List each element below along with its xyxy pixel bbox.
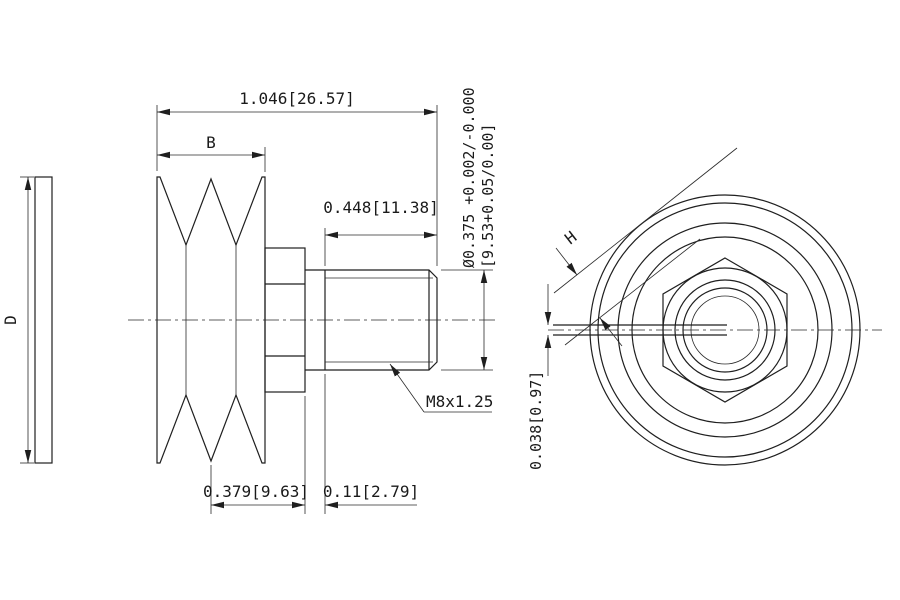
dim-text-slot-width: 0.038[0.97] bbox=[527, 371, 545, 470]
dim-text-b: B bbox=[206, 133, 216, 152]
hex-flange-polygon bbox=[662, 257, 788, 403]
tangent-line-outer bbox=[553, 147, 738, 294]
dim-text-thread-length: 0.448[11.38] bbox=[323, 198, 439, 217]
dim-text-overall-length: 1.046[26.57] bbox=[239, 89, 355, 108]
dim-text-h: H bbox=[561, 227, 580, 248]
leader-line-thread bbox=[389, 363, 425, 413]
dim-arrow-h-inner bbox=[599, 317, 623, 347]
dim-text-hub-length: 0.379[9.63] bbox=[203, 482, 309, 501]
dim-text-neck-length: 0.11[2.79] bbox=[323, 482, 419, 501]
pulley-groove-profile bbox=[156, 176, 266, 464]
dim-arrow-h-outer bbox=[555, 247, 578, 276]
disc-edge-outline bbox=[34, 176, 53, 464]
front-view-dimensions: H 0.038[0.97] bbox=[527, 147, 738, 470]
thread-spec-label: M8x1.25 bbox=[426, 392, 493, 411]
dim-text-stud-diameter-mm: [9.53+0.05/0.00] bbox=[479, 124, 497, 269]
tangent-line-inner bbox=[564, 238, 701, 346]
side-view-dimensions: 1.046[26.57] B D 0.448[11.38] Ø0.375 +0.… bbox=[1, 87, 497, 514]
dim-text-d: D bbox=[1, 315, 20, 325]
side-view bbox=[34, 176, 497, 464]
dim-text-stud-diameter-inch: Ø0.375 +0.002/-0.000 bbox=[460, 87, 478, 268]
front-view bbox=[548, 194, 882, 466]
